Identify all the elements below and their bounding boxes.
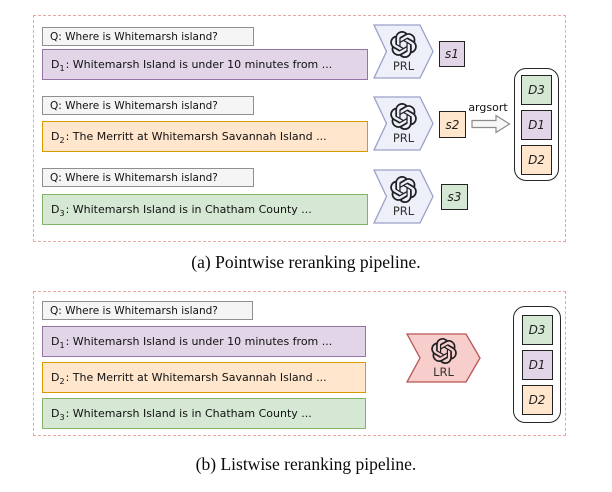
query-box: Q: Where is Whitemarsh island? — [42, 168, 254, 187]
query-text: Q: Where is Whitemarsh island? — [50, 30, 218, 43]
caption-b: (b) Listwise reranking pipeline. — [195, 454, 417, 474]
doc-label: D1 — [51, 335, 65, 351]
score-box-s3: s3 — [441, 184, 468, 210]
doc-label: D2 — [51, 130, 65, 146]
openai-logo-icon — [430, 337, 457, 364]
document-box-d1: D1: Whitemarsh Island is under 10 minute… — [42, 49, 368, 80]
ranked-doc-label: D1 — [528, 357, 546, 372]
document-box-d2: D2: The Merritt at Whitemarsh Savannah I… — [42, 121, 368, 152]
ranked-doc-label: D1 — [528, 117, 545, 132]
ranked-doc-label: D3 — [528, 82, 545, 97]
query-box: Q: Where is Whitemarsh island? — [42, 27, 254, 46]
query-box: Q: Where is Whitemarsh island? — [42, 96, 254, 115]
ranked-doc-d1: D1 — [521, 349, 553, 380]
model-label: PRL — [392, 58, 415, 73]
query-text: Q: Where is Whitemarsh island? — [50, 99, 218, 112]
score-box-s1: s1 — [439, 41, 465, 67]
document-box-d2: D2: The Merritt at Whitemarsh Savannah I… — [42, 362, 366, 393]
ranked-doc-label: D2 — [528, 392, 546, 407]
ranked-doc-d3: D3 — [521, 314, 553, 345]
listwise-pipeline-frame: Q: Where is Whitemarsh island? D1: White… — [33, 291, 566, 436]
prl-model-block: PRL — [373, 169, 434, 224]
doc-text: : Whitemarsh Island is in Chatham County… — [65, 203, 312, 216]
prl-model-block: PRL — [373, 96, 434, 151]
doc-label: D2 — [51, 371, 65, 387]
query-box: Q: Where is Whitemarsh island? — [42, 301, 253, 320]
doc-text: : Whitemarsh Island is under 10 minutes … — [65, 58, 333, 71]
score-box-s2: s2 — [439, 111, 466, 138]
query-text: Q: Where is Whitemarsh island? — [50, 304, 218, 317]
openai-logo-icon — [390, 102, 417, 130]
argsort-arrow-icon — [471, 114, 511, 134]
prl-model-block: PRL — [373, 24, 434, 79]
doc-text: : Whitemarsh Island is in Chatham County… — [65, 407, 312, 420]
argsort-label: argsort — [468, 101, 508, 114]
doc-text: : The Merritt at Whitemarsh Savannah Isl… — [65, 371, 327, 384]
ranked-doc-d2: D2 — [521, 144, 552, 175]
doc-label: D3 — [51, 407, 65, 423]
ranked-doc-d3: D3 — [521, 74, 552, 105]
ranked-doc-label: D2 — [528, 152, 545, 167]
model-label: LRL — [433, 364, 454, 379]
model-label: PRL — [392, 203, 415, 218]
pointwise-pipeline-frame: Q: Where is Whitemarsh island? D1: White… — [33, 15, 566, 242]
ranked-doc-d2: D2 — [521, 384, 553, 415]
ranking-output-box: D3 D1 D2 — [514, 68, 559, 181]
caption-a: (a) Pointwise reranking pipeline. — [191, 252, 421, 272]
doc-text: : Whitemarsh Island is under 10 minutes … — [65, 335, 333, 348]
score-label: s3 — [447, 190, 462, 204]
model-label: PRL — [392, 130, 415, 145]
ranked-doc-label: D3 — [528, 322, 546, 337]
lrl-model-block: LRL — [406, 333, 481, 383]
doc-label: D1 — [51, 58, 65, 74]
doc-text: : The Merritt at Whitemarsh Savannah Isl… — [65, 130, 327, 143]
document-box-d1: D1: Whitemarsh Island is under 10 minute… — [42, 326, 366, 357]
query-text: Q: Where is Whitemarsh island? — [50, 171, 218, 184]
document-box-d3: D3: Whitemarsh Island is in Chatham Coun… — [42, 194, 368, 225]
document-box-d3: D3: Whitemarsh Island is in Chatham Coun… — [42, 398, 366, 429]
ranking-output-box: D3 D1 D2 — [513, 306, 561, 423]
openai-logo-icon — [390, 30, 417, 58]
score-label: s1 — [445, 47, 459, 61]
openai-logo-icon — [390, 175, 417, 203]
score-label: s2 — [445, 117, 460, 132]
ranked-doc-d1: D1 — [521, 109, 552, 140]
doc-label: D3 — [51, 203, 65, 219]
